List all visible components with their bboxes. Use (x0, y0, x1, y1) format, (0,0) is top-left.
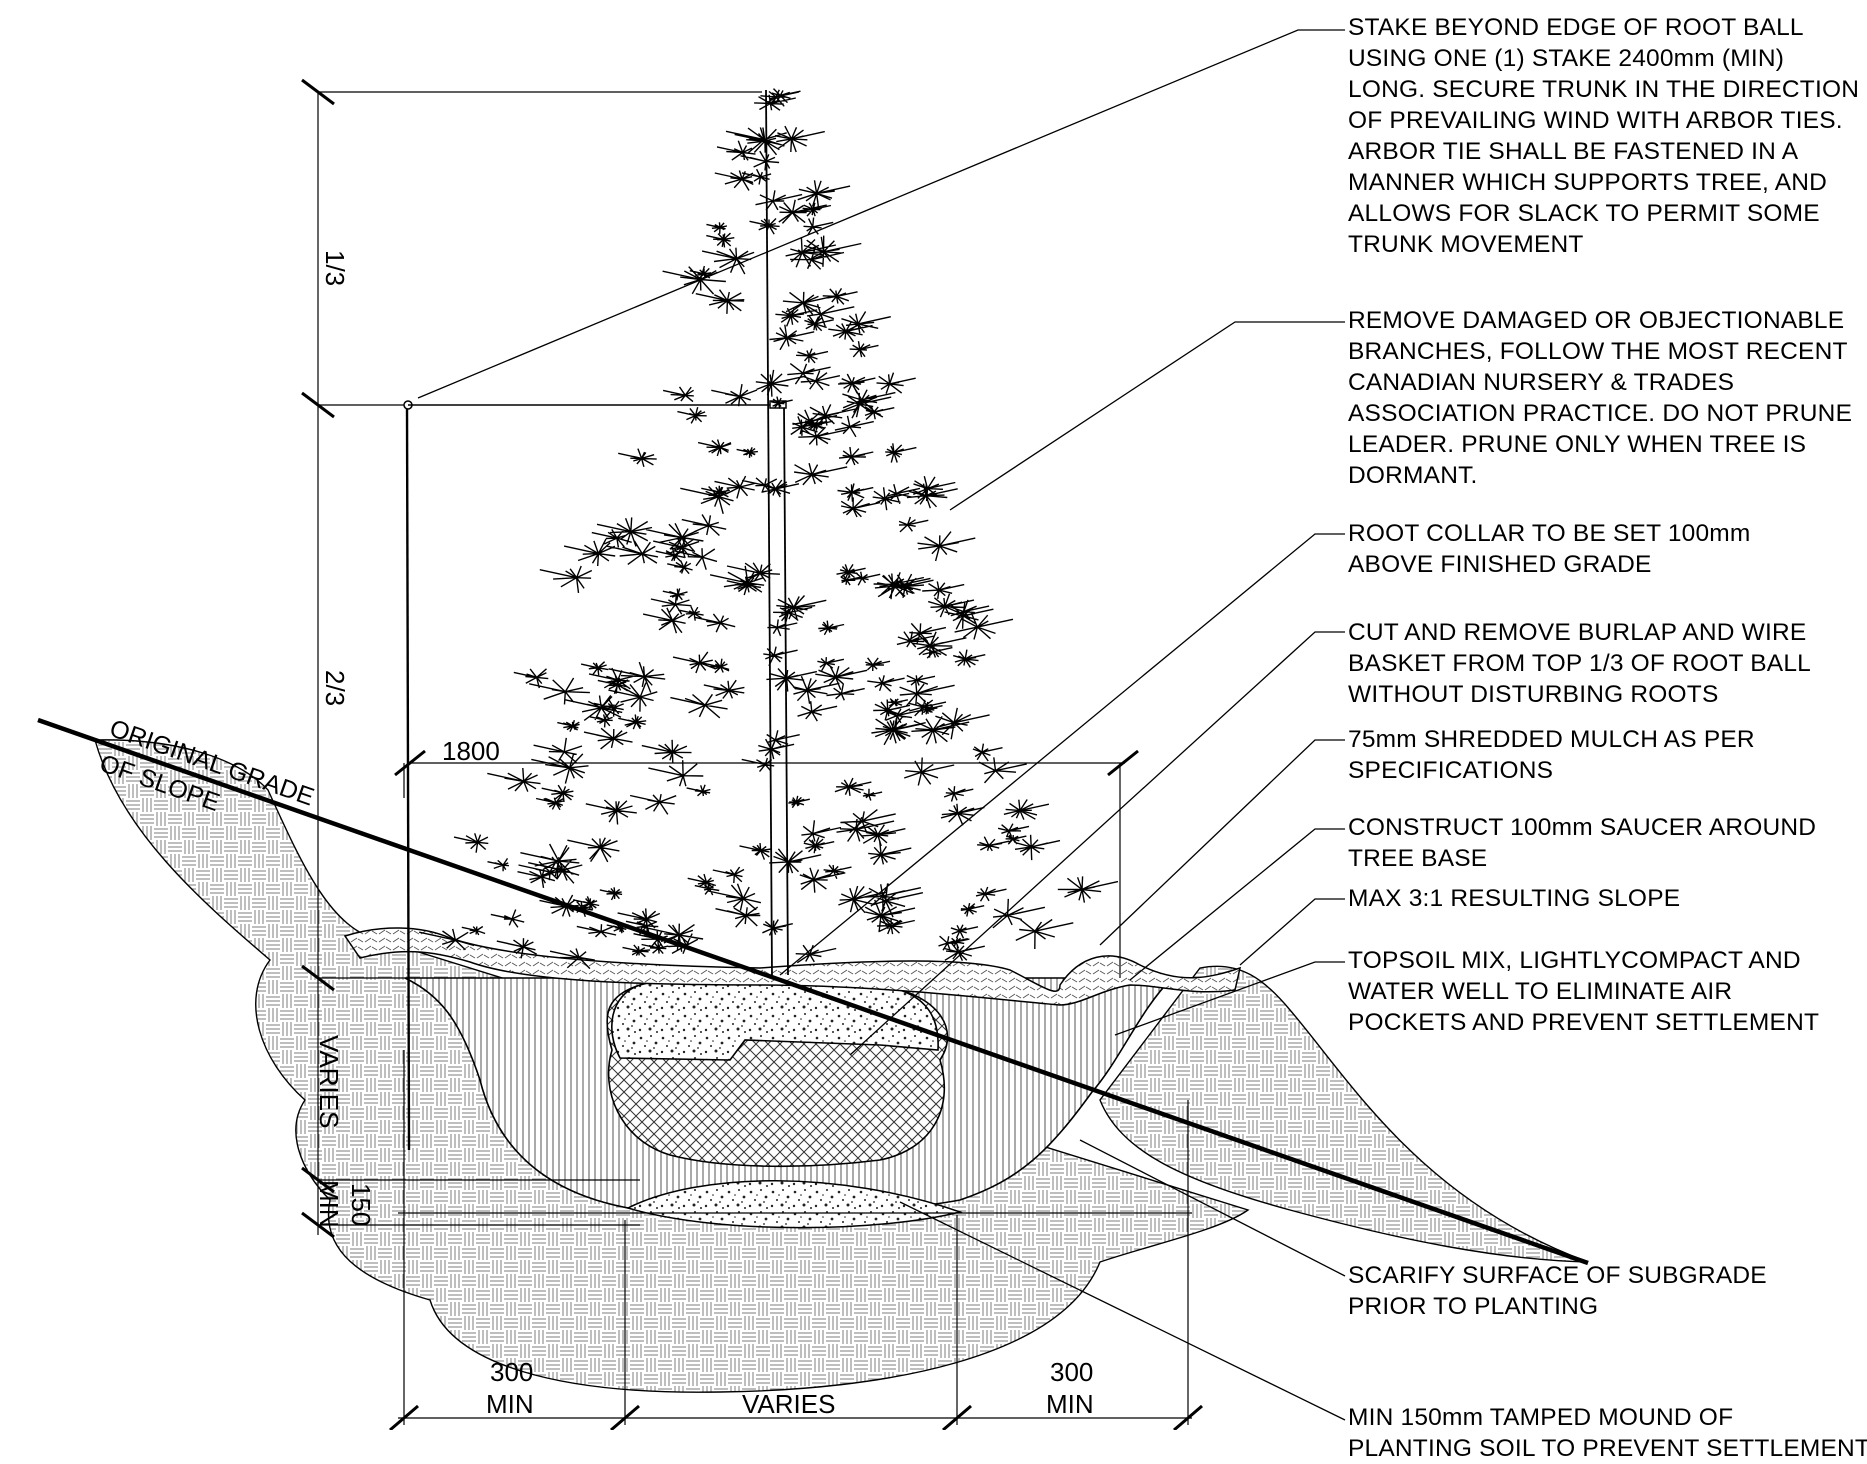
dim-depth: VARIES (314, 1035, 344, 1128)
mulch-saucer (343, 927, 1242, 1006)
original-grade-line (37, 717, 1589, 1266)
foliage-needles (419, 88, 1119, 970)
dim-right-clearance-min: MIN (1046, 1389, 1094, 1419)
note-slope: MAX 3:1 RESULTING SLOPE (1348, 885, 1681, 912)
dim-right-clearance: 300 (1050, 1357, 1093, 1387)
stake (405, 404, 411, 1151)
dim-pit-width: VARIES (742, 1389, 835, 1419)
conifer-foliage (419, 88, 1119, 970)
tamped-mound (625, 1180, 963, 1229)
leader-lines (417, 29, 1346, 1421)
dim-spread: 1800 (442, 736, 500, 766)
dim-top-third: 1/3 (320, 250, 350, 286)
dim-base-depth: 150 (346, 1183, 376, 1226)
dim-lower-two-thirds: 2/3 (320, 670, 350, 706)
dim-base-depth-min: MIN (314, 1180, 344, 1228)
dimension-lines (301, 78, 1203, 1430)
dim-left-clearance: 300 (490, 1357, 533, 1387)
tree-planting-detail-drawing: 1/3 2/3 1800 VARIES 150 MIN 300 MIN VARI… (37, 29, 1589, 1430)
dim-left-clearance-min: MIN (486, 1389, 534, 1419)
